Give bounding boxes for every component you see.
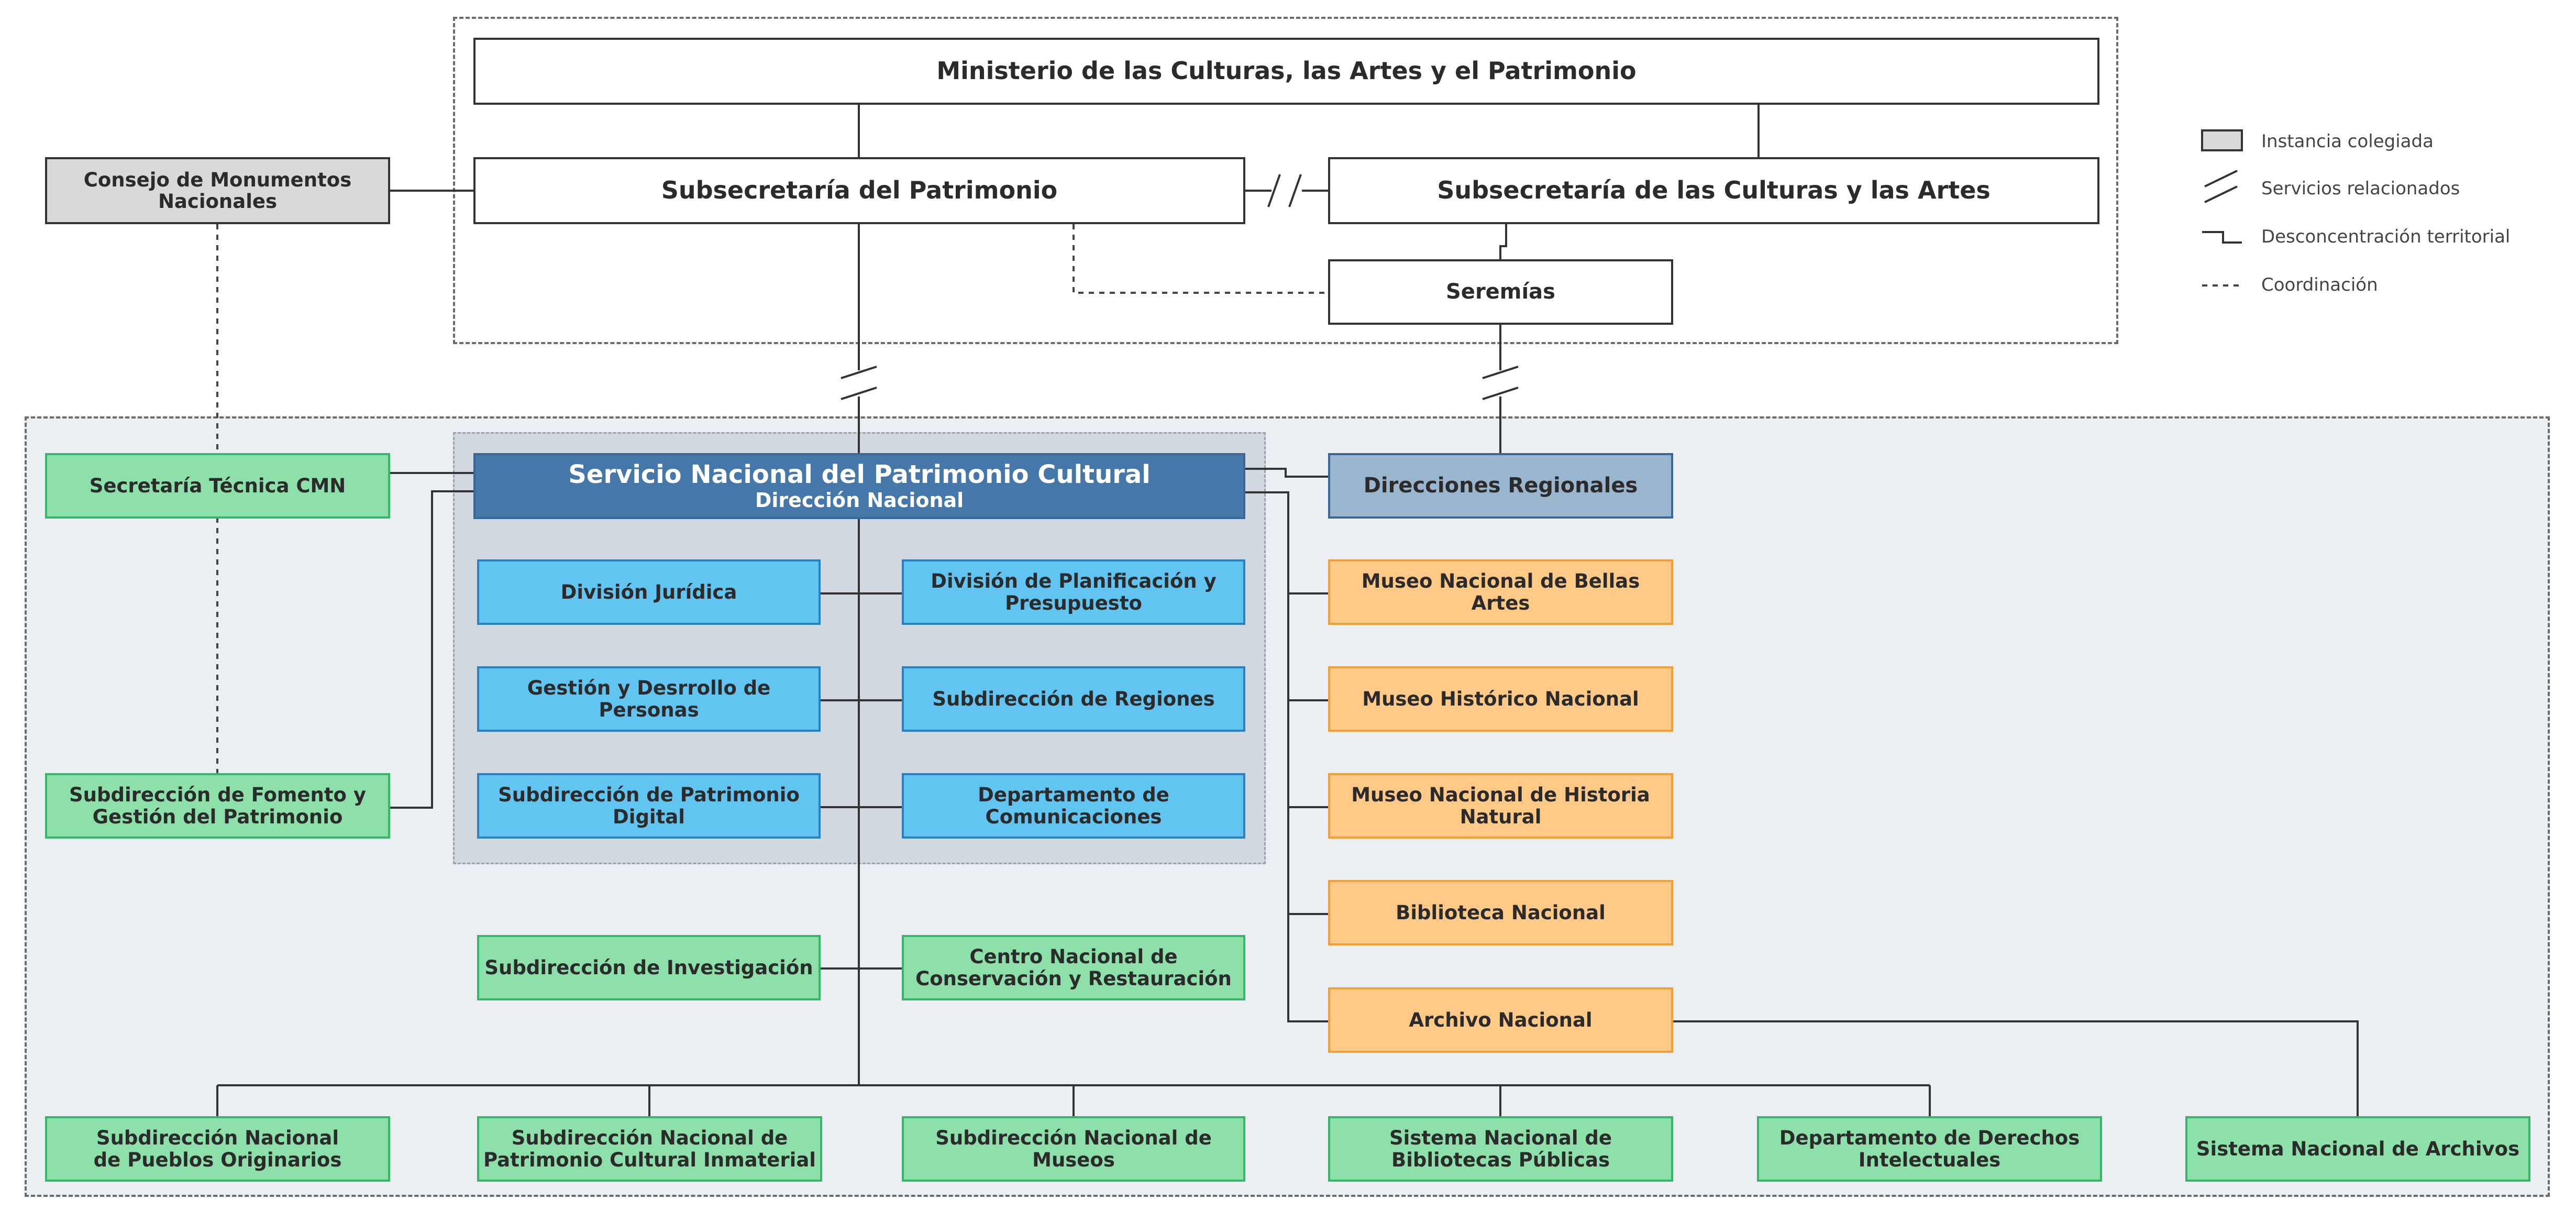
division-juridica-box: División Jurídica (477, 559, 821, 625)
legend-colegiada-label: Instancia colegiada (2261, 131, 2434, 152)
seremias-box: Seremías (1328, 259, 1673, 325)
consejo-monumentos-box: Consejo de Monumentos Nacionales (45, 157, 390, 224)
archivo-nacional-box: Archivo Nacional (1328, 987, 1673, 1053)
ministerio-label: Ministerio de las Culturas, las Artes y … (936, 57, 1637, 85)
servicio-nacional-label: Servicio Nacional del Patrimonio Cultura… (568, 459, 1151, 489)
departamento-comunicaciones-box: Departamento de Comunicaciones (902, 773, 1245, 839)
division-planificacion-label: División de Planificación y Presupuesto (931, 570, 1217, 614)
derechos-intelectuales-box: Departamento de Derechos Intelectuales (1757, 1116, 2102, 1182)
pueblos-originarios-label: Subdirección Nacional de Pueblos Origina… (93, 1127, 342, 1171)
bibliotecas-publicas-box: Sistema Nacional de Bibliotecas Públicas (1328, 1116, 1673, 1182)
museo-historia-natural-box: Museo Nacional de Historia Natural (1328, 773, 1673, 839)
museos-box: Subdirección Nacional de Museos (902, 1116, 1245, 1182)
division-planificacion-box: División de Planificación y Presupuesto (902, 559, 1245, 625)
museo-historico-box: Museo Histórico Nacional (1328, 666, 1673, 732)
ministerio-box: Ministerio de las Culturas, las Artes y … (473, 38, 2099, 105)
archivo-nacional-label: Archivo Nacional (1409, 1008, 1593, 1031)
secretaria-tecnica-label: Secretaría Técnica CMN (89, 474, 346, 497)
subdireccion-patrimonio-digital-box: Subdirección de Patrimonio Digital (477, 773, 821, 839)
direcciones-regionales-box: Direcciones Regionales (1328, 453, 1673, 519)
biblioteca-nacional-box: Biblioteca Nacional (1328, 880, 1673, 945)
legend-desconcentracion-label: Desconcentración territorial (2261, 226, 2511, 247)
centro-conservacion-box: Centro Nacional de Conservación y Restau… (902, 935, 1245, 1000)
seremias-label: Seremías (1446, 280, 1555, 304)
patrimonio-inmaterial-box: Subdirección Nacional de Patrimonio Cult… (477, 1116, 822, 1182)
division-juridica-label: División Jurídica (560, 580, 737, 603)
subdireccion-regiones-label: Subdirección de Regiones (932, 687, 1215, 710)
patrimonio-inmaterial-label: Subdirección Nacional de Patrimonio Cult… (483, 1127, 816, 1171)
consejo-monumentos-label: Consejo de Monumentos Nacionales (83, 168, 352, 213)
secretaria-tecnica-box: Secretaría Técnica CMN (45, 453, 390, 519)
centro-conservacion-label: Centro Nacional de Conservación y Restau… (915, 945, 1232, 990)
direccion-nacional-label: Dirección Nacional (755, 488, 964, 512)
subdireccion-fomento-box: Subdirección de Fomento y Gestión del Pa… (45, 773, 390, 839)
bibliotecas-publicas-label: Sistema Nacional de Bibliotecas Públicas (1389, 1127, 1612, 1171)
departamento-comunicaciones-label: Departamento de Comunicaciones (978, 784, 1169, 828)
subsecretaria-patrimonio-box: Subsecretaría del Patrimonio (473, 157, 1245, 224)
subdireccion-regiones-box: Subdirección de Regiones (902, 666, 1245, 732)
museo-bellas-artes-box: Museo Nacional de Bellas Artes (1328, 559, 1673, 625)
gestion-personas-label: Gestión y Desrrollo de Personas (527, 677, 771, 721)
sistema-archivos-label: Sistema Nacional de Archivos (2196, 1137, 2520, 1160)
museo-bellas-artes-label: Museo Nacional de Bellas Artes (1361, 570, 1640, 614)
subsecretaria-culturas-label: Subsecretaría de las Culturas y las Arte… (1437, 176, 1991, 205)
servicio-nacional-box: Servicio Nacional del Patrimonio Cultura… (473, 453, 1245, 519)
subsecretaria-culturas-box: Subsecretaría de las Culturas y las Arte… (1328, 157, 2099, 224)
ministerio-region (453, 17, 2118, 344)
biblioteca-nacional-label: Biblioteca Nacional (1396, 901, 1606, 924)
pueblos-originarios-box: Subdirección Nacional de Pueblos Origina… (45, 1116, 390, 1182)
subdireccion-patrimonio-digital-label: Subdirección de Patrimonio Digital (498, 784, 800, 828)
subdireccion-investigacion-box: Subdirección de Investigación (477, 935, 821, 1000)
derechos-intelectuales-label: Departamento de Derechos Intelectuales (1779, 1127, 2080, 1171)
direcciones-regionales-label: Direcciones Regionales (1363, 474, 1638, 498)
subdireccion-investigacion-label: Subdirección de Investigación (484, 956, 813, 979)
museo-historico-label: Museo Histórico Nacional (1362, 687, 1639, 710)
museos-label: Subdirección Nacional de Museos (935, 1127, 1212, 1171)
legend-coordinacion-label: Coordinación (2261, 274, 2378, 295)
sistema-archivos-box: Sistema Nacional de Archivos (2185, 1116, 2530, 1182)
subsecretaria-patrimonio-label: Subsecretaría del Patrimonio (661, 176, 1058, 205)
subdireccion-fomento-label: Subdirección de Fomento y Gestión del Pa… (69, 784, 366, 828)
gestion-personas-box: Gestión y Desrrollo de Personas (477, 666, 821, 732)
museo-historia-natural-label: Museo Nacional de Historia Natural (1351, 784, 1650, 828)
legend-relacionados-label: Servicios relacionados (2261, 178, 2460, 199)
